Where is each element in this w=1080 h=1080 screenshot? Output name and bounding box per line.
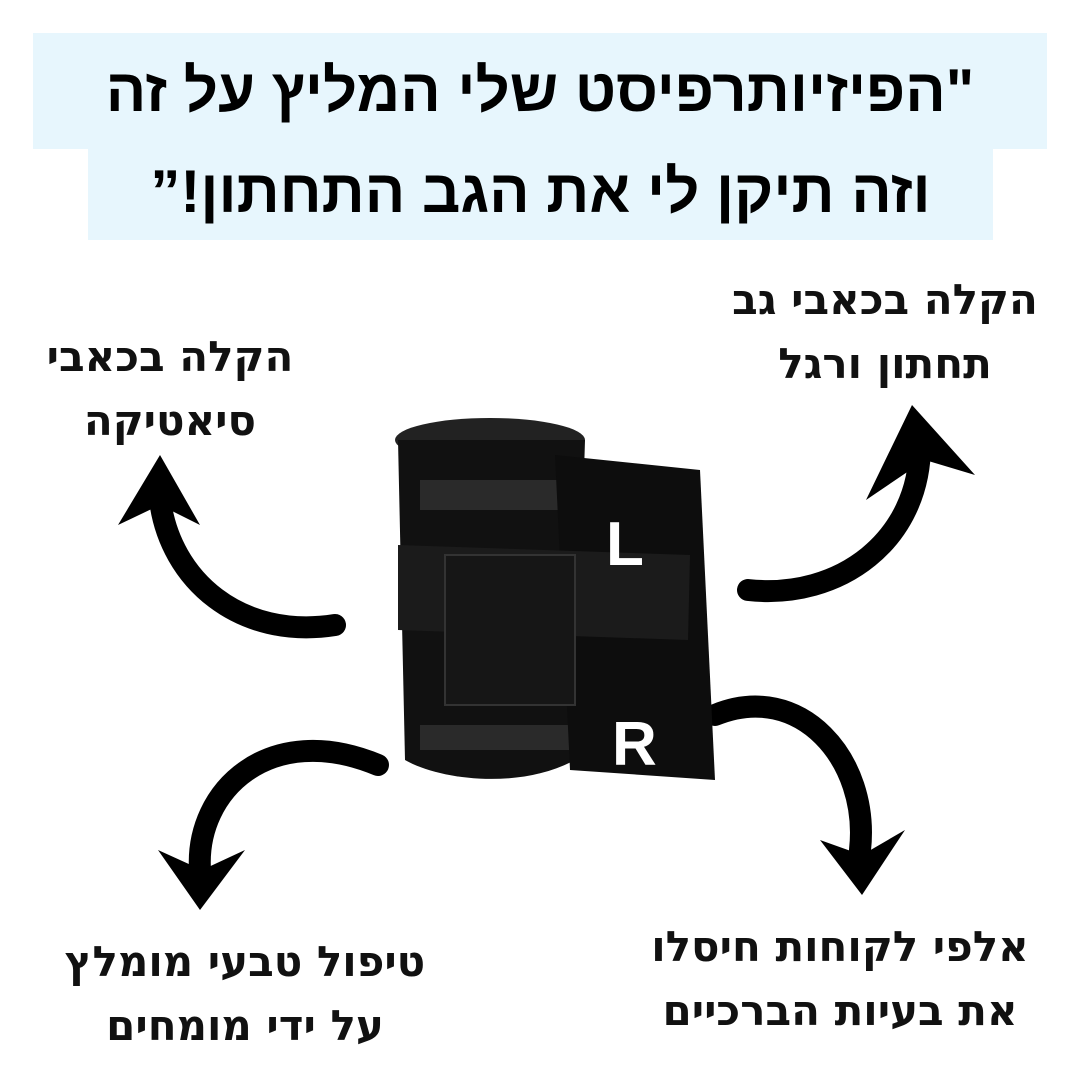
callout-text: אלפי לקוחות חיסלו — [651, 922, 1029, 971]
callout-text: תחתון ורגל — [778, 339, 992, 388]
callout-text: על ידי מומחים — [106, 1001, 384, 1050]
callout-natural-treatment: טיפול טבעי מומלץ על ידי מומחים — [20, 930, 470, 1058]
headline-line-2: וזה תיקן לי את הגב התחתון!” — [88, 148, 993, 240]
callout-text: את בעיות הברכיים — [662, 986, 1018, 1035]
knee-brace-image: L R — [395, 418, 715, 780]
arrow-top-right-icon — [737, 405, 975, 603]
arrow-bottom-left-icon — [158, 739, 389, 910]
callout-back-pain: הקלה בכאבי גב תחתון ורגל — [690, 268, 1080, 396]
letter-r: R — [612, 710, 657, 779]
arrow-bottom-right-icon — [704, 695, 905, 895]
arrow-top-left-icon — [118, 455, 346, 639]
letter-l: L — [606, 510, 644, 579]
callout-customers: אלפי לקוחות חיסלו את בעיות הברכיים — [610, 915, 1070, 1043]
callout-text: הקלה בכאבי — [46, 332, 294, 381]
callout-sciatica: הקלה בכאבי סיאטיקה — [10, 325, 330, 453]
headline-line-1: "הפיזיותרפיסט שלי המליץ על זה — [33, 33, 1047, 149]
callout-text: טיפול טבעי מומלץ — [64, 937, 426, 986]
callout-text: הקלה בכאבי גב — [732, 275, 1038, 324]
callout-text: סיאטיקה — [83, 396, 257, 445]
